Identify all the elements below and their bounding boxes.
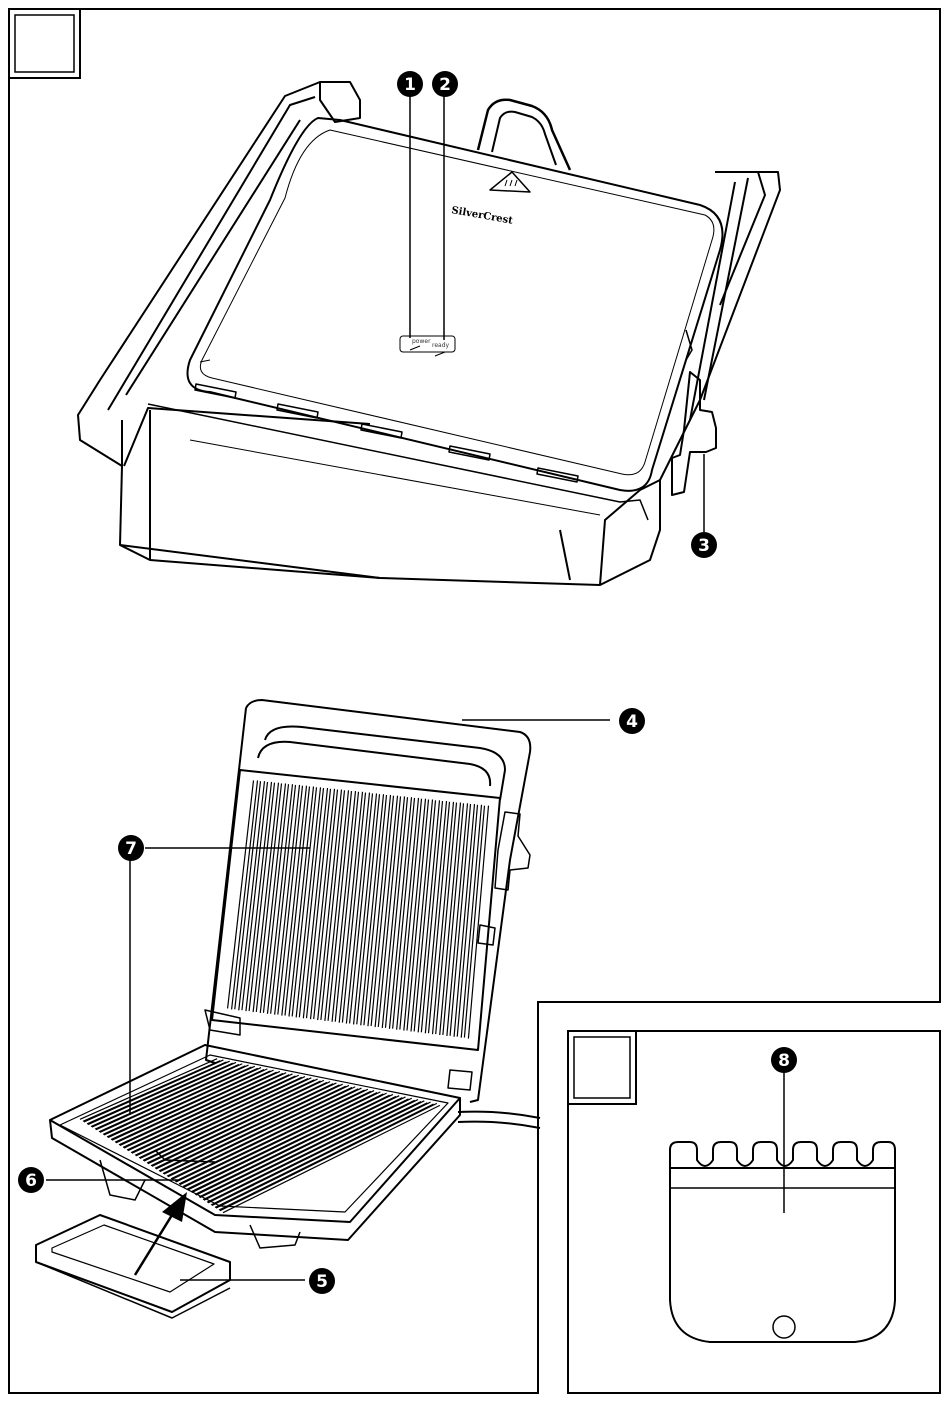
svg-text:7: 7	[125, 839, 137, 859]
callout-5: 5	[309, 1268, 335, 1294]
figure-b-frame	[568, 1031, 940, 1393]
lower-rib	[196, 1096, 402, 1197]
svg-text:4: 4	[626, 712, 638, 732]
lower-rib	[156, 1083, 339, 1171]
lower-rib	[116, 1070, 277, 1145]
lower-rib	[200, 1097, 408, 1200]
upper-rib	[299, 788, 327, 1018]
svg-text:5: 5	[316, 1272, 328, 1292]
callout-3: 3	[691, 532, 717, 558]
upper-rib	[292, 787, 320, 1017]
hot-surface-warning-icon	[490, 172, 530, 192]
upper-rib	[464, 806, 488, 1039]
svg-text:3: 3	[698, 536, 710, 556]
upper-plate-ribs	[228, 780, 489, 1038]
power-indicator-label: power	[412, 338, 431, 345]
svg-text:1: 1	[404, 75, 416, 95]
callout-6: 6	[18, 1167, 44, 1193]
callout-7: 7	[118, 835, 144, 861]
callout-8: 8	[771, 1047, 797, 1073]
scraper-illustration	[670, 1142, 895, 1342]
scraper-hang-hole	[773, 1316, 795, 1338]
svg-text:8: 8	[778, 1051, 790, 1071]
lower-rib	[112, 1069, 270, 1142]
callout-1: 1	[397, 71, 423, 97]
leader-lines-top	[410, 96, 704, 532]
lower-rib	[160, 1084, 346, 1173]
callout-2: 2	[432, 71, 458, 97]
ready-indicator-label: ready	[432, 342, 450, 349]
svg-text:2: 2	[439, 75, 451, 95]
closed-grill-illustration	[78, 82, 780, 585]
callout-4: 4	[619, 708, 645, 734]
figure-b-tab	[568, 1031, 636, 1104]
insert-direction-arrow	[135, 1192, 187, 1275]
figure-a-tab	[9, 9, 80, 78]
leader-lines-bottom	[46, 720, 610, 1280]
front-vent-slots	[195, 384, 578, 482]
svg-text:6: 6	[25, 1171, 37, 1191]
drip-tray-illustration	[36, 1215, 230, 1318]
upper-rib	[457, 805, 481, 1038]
brand-logo: SilverCrest	[450, 205, 513, 227]
